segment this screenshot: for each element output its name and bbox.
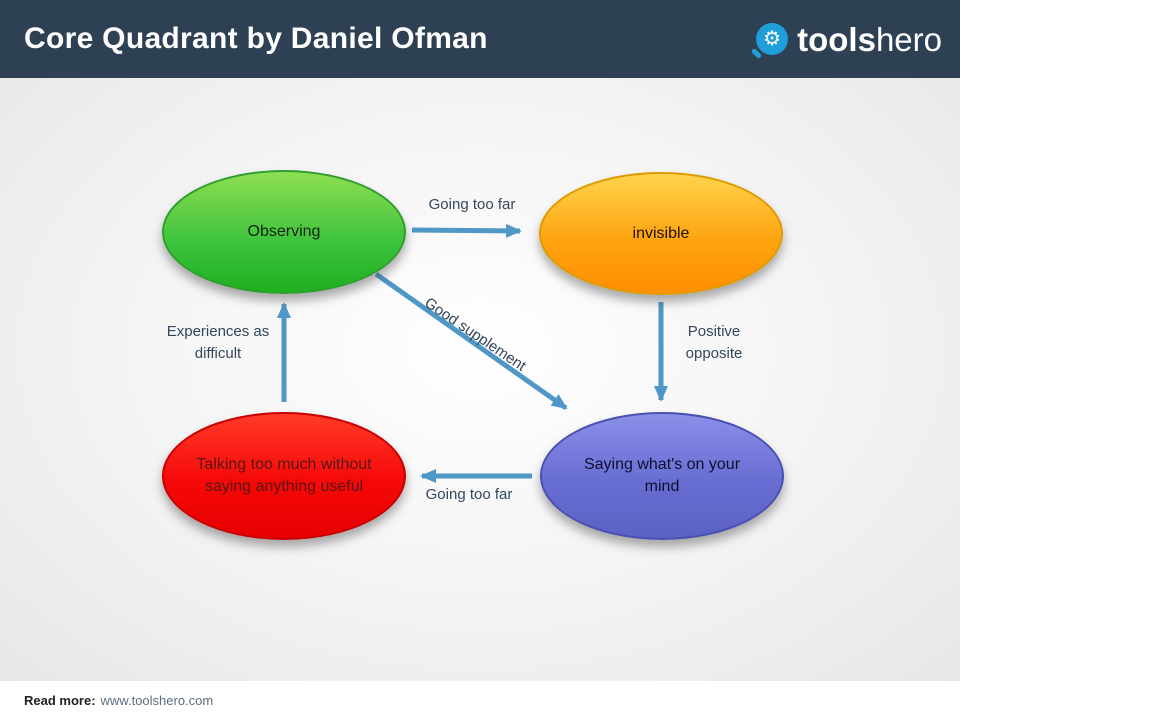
node-saying-label: Saying what's on your mind [583, 456, 741, 495]
right-white-strip [960, 0, 1152, 720]
gear-glyph: ⚙ [763, 28, 782, 50]
edge-label-positive-opposite: Positive opposite [685, 323, 743, 362]
node-talking-too-much: Talking too much without saying anything… [162, 412, 406, 540]
edge-label-experiences-as-difficult: Experiences as difficult [166, 323, 270, 362]
read-more-label: Read more: [24, 693, 96, 708]
node-invisible-label: invisible [632, 224, 690, 242]
arrow-observing-to-saying [374, 271, 568, 411]
edge-label-going-too-far-top: Going too far [428, 196, 516, 213]
toolshero-logo: ⚙ toolshero [756, 23, 942, 56]
arrow-observing-to-invisible [411, 223, 522, 238]
logo-text: toolshero [797, 23, 942, 56]
logo-text-bold: tools [797, 20, 876, 58]
arrows-layer [277, 223, 668, 483]
footer-bar: Read more: www.toolshero.com [0, 681, 960, 720]
node-observing-label: Observing [247, 223, 321, 241]
logo-text-light: hero [875, 20, 942, 58]
node-talking-too-much-label: Talking too much without saying anything… [196, 456, 372, 495]
core-quadrant-diagram: Observing invisible Talking too much wit… [0, 78, 960, 681]
footer-url: www.toolshero.com [100, 693, 214, 708]
node-invisible: invisible [539, 172, 783, 295]
page-title: Core Quadrant by Daniel Ofman [24, 22, 488, 55]
edge-label-going-too-far-bottom: Going too far [425, 486, 513, 503]
search-gear-icon: ⚙ [756, 23, 789, 55]
node-saying-whats-on-your-mind: Saying what's on your mind [540, 412, 784, 540]
header-bar: Core Quadrant by Daniel Ofman ⚙ toolsher… [0, 0, 960, 78]
node-observing: Observing [162, 170, 406, 294]
